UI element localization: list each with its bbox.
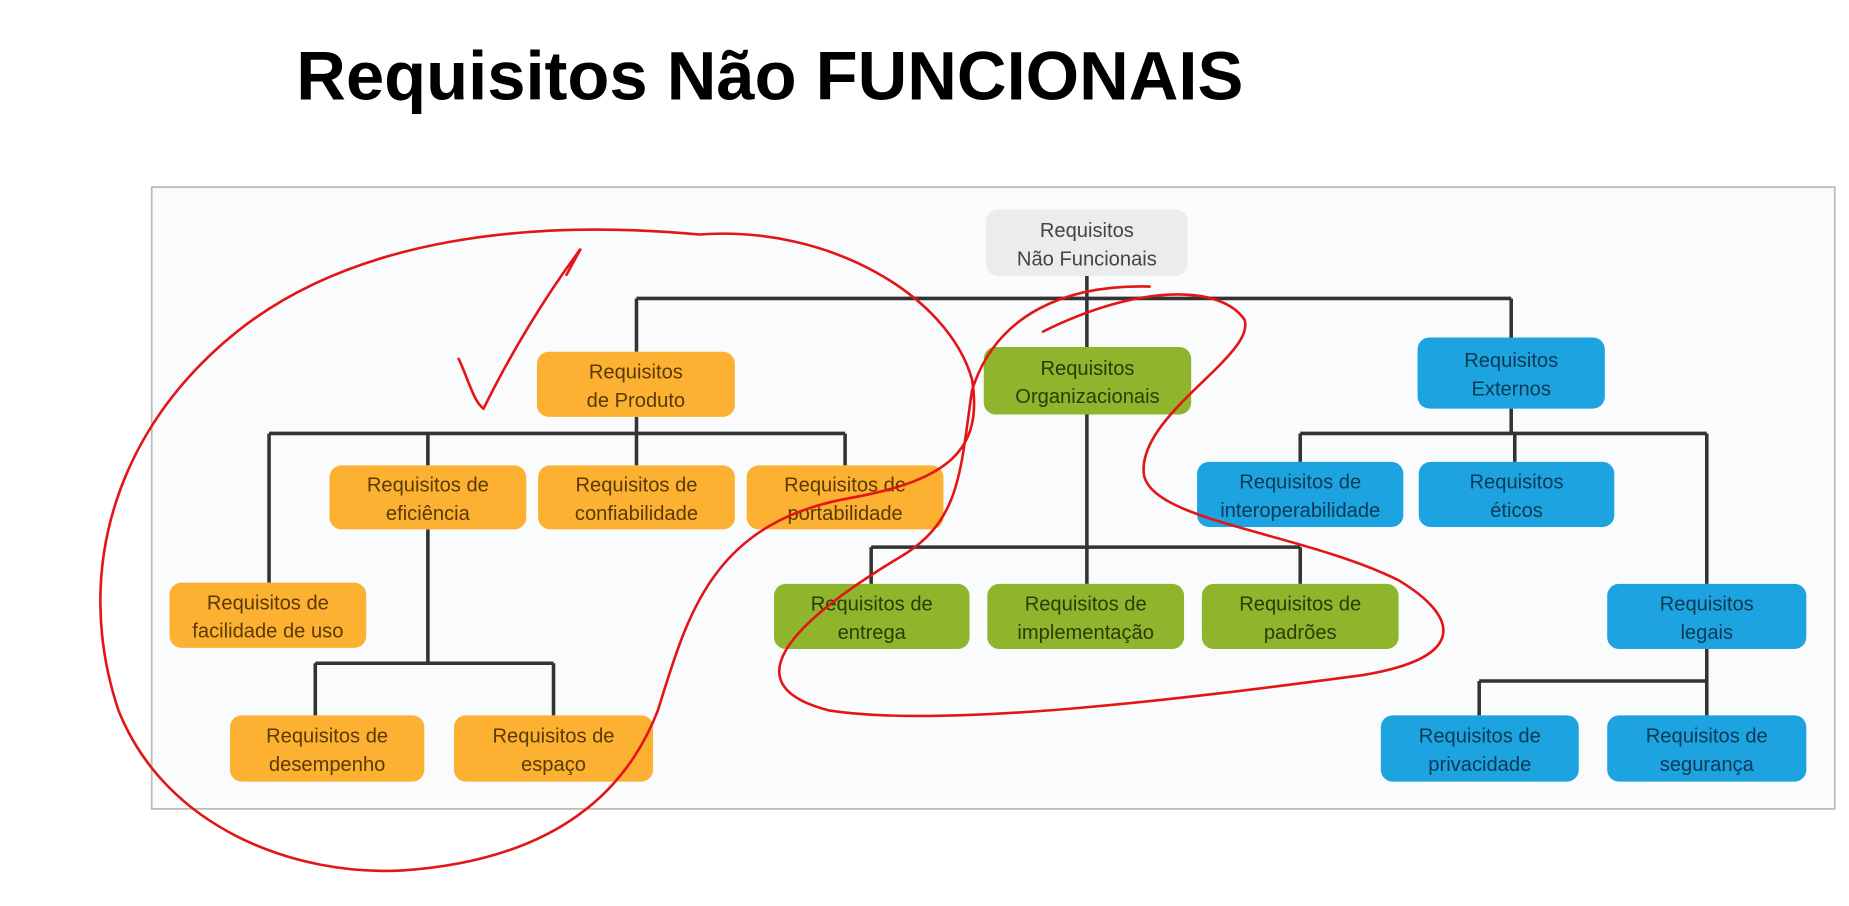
node-label: Requisitos de: [207, 592, 329, 614]
node-box: [536, 351, 735, 417]
node-label: Requisitos de: [1239, 594, 1361, 616]
node-label: Requisitos: [1470, 472, 1564, 494]
node-label: Requisitos: [1464, 350, 1558, 372]
node-label: éticos: [1490, 500, 1543, 522]
node-label: desempenho: [269, 754, 385, 776]
node-box: [987, 583, 1185, 650]
node-label: Requisitos de: [493, 726, 615, 748]
circle-annotation-product: [99, 228, 976, 873]
node-label: padrões: [1264, 622, 1337, 644]
node-label: Requisitos de: [1239, 472, 1361, 494]
node-label: segurança: [1660, 754, 1755, 776]
node-label: Requisitos de: [1646, 726, 1768, 748]
node-label: Organizacionais: [1015, 386, 1159, 408]
node-box: [773, 583, 970, 650]
node-label: privacidade: [1428, 754, 1531, 776]
node-box: [169, 582, 367, 648]
checkmark-annotation: [457, 247, 582, 411]
node-box: [986, 209, 1188, 276]
node-box: [1201, 583, 1399, 650]
node-label: Requisitos de: [784, 474, 906, 496]
node-padroes: Requisitos de padrões: [1201, 583, 1399, 650]
node-label: implementação: [1017, 622, 1154, 644]
node-box: [1380, 715, 1579, 782]
node-box: [538, 465, 735, 530]
node-label: Requisitos de: [367, 474, 489, 496]
node-legais: Requisitos legais: [1607, 583, 1807, 650]
node-eficiencia: Requisitos de eficiência: [329, 465, 527, 530]
node-label: de Produto: [587, 390, 686, 412]
node-produto: Requisitos de Produto: [536, 351, 735, 417]
node-privacidade: Requisitos de privacidade: [1380, 715, 1579, 782]
node-label: eficiência: [386, 503, 471, 525]
node-confiabilidade: Requisitos de confiabilidade: [538, 465, 735, 530]
node-interoperabilidade: Requisitos de interoperabilidade: [1197, 461, 1404, 528]
node-box: [1417, 337, 1605, 409]
connector-lines: [267, 275, 1709, 716]
handwritten-annotations: [99, 228, 1445, 873]
node-espaco: Requisitos de espaço: [453, 715, 654, 782]
node-label: Requisitos de: [266, 726, 388, 748]
node-label: Requisitos: [1040, 220, 1134, 242]
node-box: [229, 715, 425, 782]
node-portabilidade: Requisitos de portabilidade: [746, 465, 944, 530]
node-box: [983, 347, 1192, 415]
node-seguranca: Requisitos de segurança: [1607, 715, 1807, 782]
node-label: espaço: [521, 754, 586, 776]
node-box: [329, 465, 527, 530]
node-label: Requisitos de: [575, 474, 697, 496]
node-label: facilidade de uso: [192, 621, 343, 643]
node-implementacao: Requisitos de implementação: [987, 583, 1185, 650]
node-label: interoperabilidade: [1220, 500, 1380, 522]
circle-annotation-organizational: [778, 285, 1445, 718]
node-label: portabilidade: [787, 503, 902, 525]
node-label: confiabilidade: [575, 503, 698, 525]
node-entrega: Requisitos de entrega: [773, 583, 970, 650]
node-label: Requisitos: [1660, 594, 1754, 616]
node-box: [1197, 461, 1404, 528]
node-label: Requisitos de: [1025, 594, 1147, 616]
node-box: [453, 715, 654, 782]
node-eticos: Requisitos éticos: [1418, 461, 1615, 528]
node-label: Requisitos: [1040, 358, 1134, 380]
node-desempenho: Requisitos de desempenho: [229, 715, 425, 782]
node-facilidade: Requisitos de facilidade de uso: [169, 582, 367, 648]
node-label: Requisitos de: [1419, 726, 1541, 748]
node-label: Requisitos: [589, 361, 683, 383]
node-label: Não Funcionais: [1017, 248, 1157, 270]
node-box: [1607, 715, 1807, 782]
node-label: Requisitos de: [811, 594, 933, 616]
node-label: Externos: [1471, 379, 1550, 401]
slide-title: Requisitos Não FUNCIONAIS: [296, 38, 1243, 115]
node-box: [1418, 461, 1615, 528]
node-label: entrega: [838, 622, 907, 644]
node-box: [1607, 583, 1807, 650]
node-label: legais: [1680, 622, 1733, 644]
